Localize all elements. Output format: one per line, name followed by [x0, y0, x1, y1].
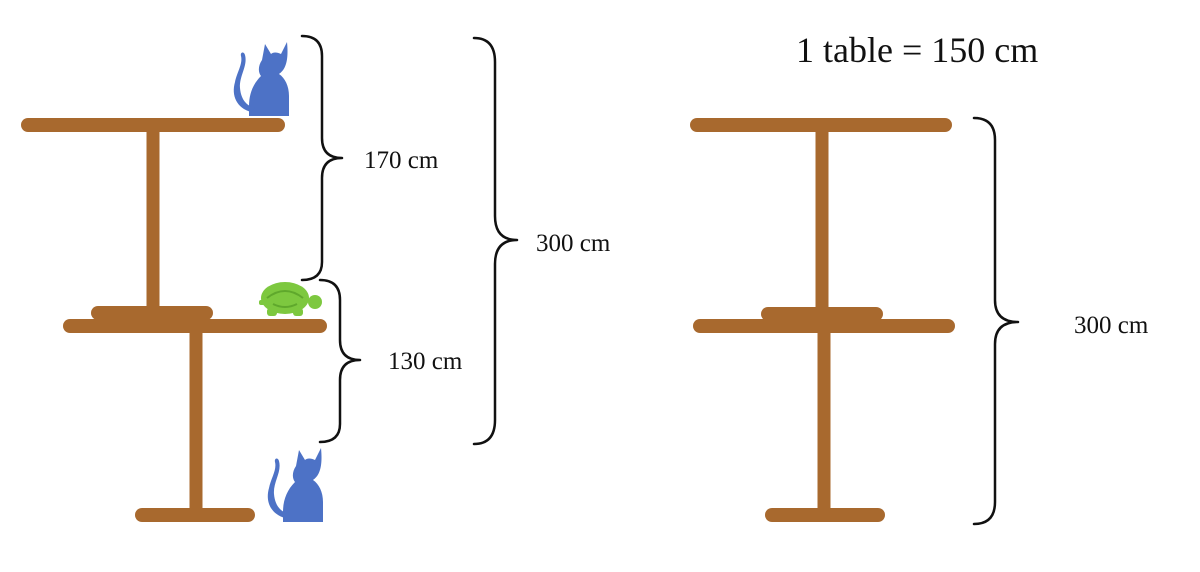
right-upper-table	[690, 118, 952, 321]
label-300-right: 300 cm	[1074, 312, 1149, 339]
label-170: 170 cm	[364, 147, 439, 174]
brace-300-right	[972, 116, 1020, 526]
brace-130	[318, 278, 362, 444]
turtle-icon	[259, 282, 322, 316]
label-300-left: 300 cm	[536, 230, 611, 257]
cat-icon	[233, 42, 289, 116]
right-lower-table	[693, 319, 955, 522]
left-upper-table	[21, 118, 285, 320]
right-arrangement: 1 table = 150 cm 300 cm	[690, 30, 1149, 526]
label-130: 130 cm	[388, 348, 463, 375]
brace-170	[300, 34, 344, 282]
left-lower-table	[63, 319, 327, 522]
brace-300-left	[472, 36, 519, 446]
title-equation: 1 table = 150 cm	[796, 30, 1038, 70]
left-arrangement: 170 cm 130 cm 300 cm	[21, 34, 611, 522]
cat-icon	[267, 448, 323, 522]
